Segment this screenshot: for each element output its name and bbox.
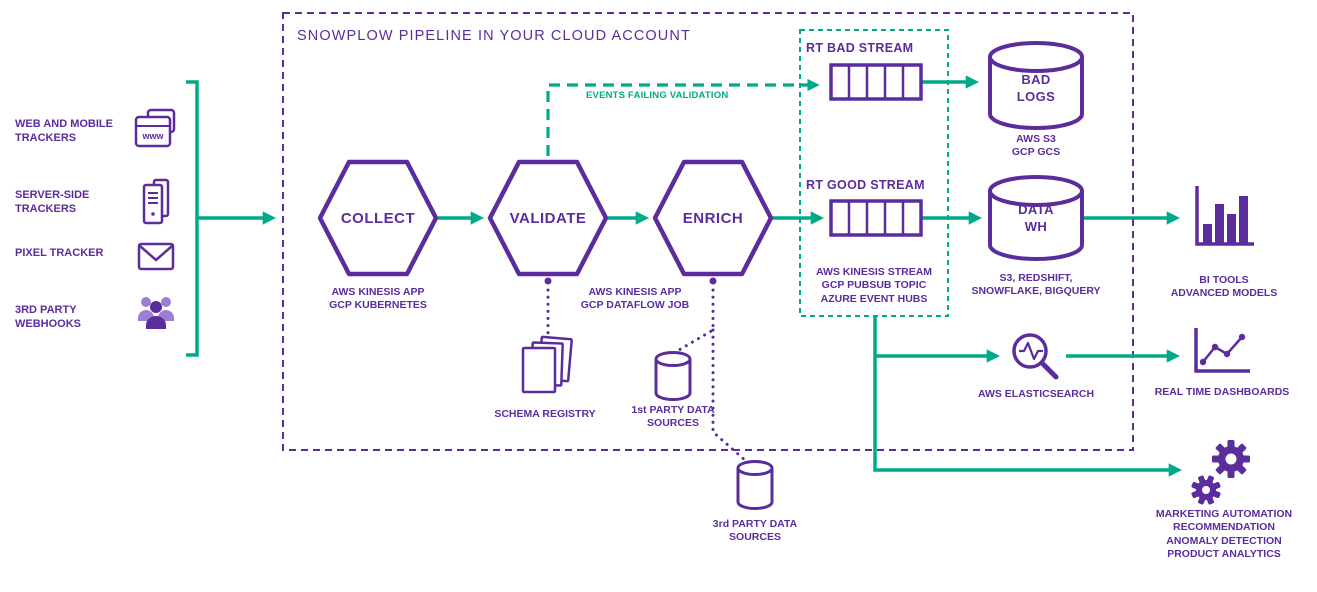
webhooks-people-icon [138,297,174,329]
activation-label: MARKETING AUTOMATION RECOMMENDATION ANOM… [1155,508,1293,561]
connector-enrich-thirdparty [711,328,748,463]
arrow-goodstream-activation [873,316,1182,477]
elasticsearch-magnifier-icon [1012,333,1059,380]
diagram-title: SNOWPLOW PIPELINE IN YOUR CLOUD ACCOUNT [297,28,691,44]
source-label-pixel: PIXEL TRACKER [15,247,104,259]
validate-hexagon [487,159,609,277]
source-label-web-mobile: WEB AND MOBILE TRACKERS [15,118,113,145]
schema-registry-label: SCHEMA REGISTRY [494,408,596,420]
collect-hexagon [317,159,439,277]
bad-logs-database-icon [988,41,1084,130]
bad-logs-caption: AWS S3 GCP GCS [1011,133,1061,159]
collect-caption: AWS KINESIS APP GCP KUBERNETES [329,286,427,312]
validate-connector-dot [544,277,552,285]
elasticsearch-label: AWS ELASTICSEARCH [977,388,1095,400]
envelope-icon [137,242,175,271]
browser-icon: www [134,108,176,148]
line-chart-icon [1194,328,1250,373]
third-party-label: 3rd PARTY DATA SOURCES [712,518,798,544]
bad-logs-label: BAD LOGS [1016,72,1056,104]
bad-stream-label: RT BAD STREAM [806,41,914,55]
third-party-database-icon [736,460,774,510]
connector-enrich-firstparty [677,288,715,352]
stage-label-enrich: ENRICH [682,210,744,227]
enrich-connector-dot [709,277,717,285]
data-wh-caption: S3, REDSHIFT, SNOWFLAKE, BIGQUERY [971,272,1101,298]
stage-label-validate: VALIDATE [509,210,587,227]
dashboards-label: REAL TIME DASHBOARDS [1154,386,1290,398]
bar-chart-icon [1195,186,1254,246]
first-party-database-icon [654,351,692,401]
arrow-failed-events [546,78,820,156]
validate-enrich-caption: AWS KINESIS APP GCP DATAFLOW JOB [580,286,690,312]
good-stream-label: RT GOOD STREAM [806,178,925,192]
enrich-hexagon [652,159,774,277]
schema-registry-icon [521,335,573,394]
bad-stream-queue-icon [829,63,923,101]
pipeline-boundary-box [282,12,1134,451]
data-wh-label: DATA WH [1018,202,1054,234]
stage-label-collect: COLLECT [340,210,416,227]
source-label-server-side: SERVER-SIDE TRACKERS [15,189,90,216]
browser-icon-text: www [141,131,164,141]
failing-validation-note: EVENTS FAILING VALIDATION [586,90,729,101]
source-label-webhooks: 3RD PARTY WEBHOOKS [15,304,81,331]
server-icon [142,178,170,225]
sources-bracket [186,80,199,357]
first-party-label: 1st PARTY DATA SOURCES [631,404,715,430]
bi-tools-label: BI TOOLS ADVANCED MODELS [1170,274,1278,300]
data-warehouse-database-icon [988,175,1084,261]
gears-icon [1191,440,1250,505]
stream-caption: AWS KINESIS STREAM GCP PUBSUB TOPIC AZUR… [815,266,933,305]
good-stream-queue-icon [829,199,923,237]
